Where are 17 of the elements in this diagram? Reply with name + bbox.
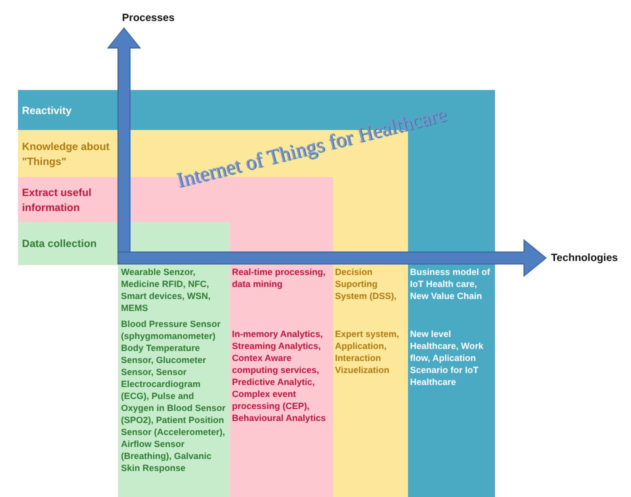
technology-list: Business model of IoT Health care, New Value Chain bbox=[410, 266, 494, 302]
technology-list: Expert system, Application, Interaction Vizuelization bbox=[335, 328, 407, 376]
technology-list: Blood Pressure Sensor (sphygmomanometer) Body Temperature Sensor, Glucometer Sensor, Sensor Electrocardiogram (ECG), Pulse and Oxygen in Blood Sensor (SPO2), Patient Position Sensor (Accelerometer), Airflow Sensor (Breathing), Galvanic Skin Response bbox=[121, 318, 229, 474]
band-label: Knowledge about "Things" bbox=[22, 140, 110, 170]
process-band bbox=[18, 90, 495, 497]
process-band bbox=[18, 222, 230, 497]
axis-label: Processes bbox=[122, 12, 175, 24]
axis-label: Technologies bbox=[551, 252, 618, 264]
band-label: Reactivity bbox=[22, 104, 73, 119]
title-text: Internet of Things for Healthcare bbox=[174, 102, 449, 193]
technology-list: Decision Suporting System (DSS), bbox=[335, 266, 407, 302]
technology-list: Real-time processing, data mining bbox=[232, 266, 332, 290]
technology-list: New level Healthcare, Work flow, Aplication Scenario for IoT Healthcare bbox=[410, 328, 494, 388]
band-label: Extract useful information bbox=[22, 186, 92, 216]
technology-list: Wearable Senzor, Medicine RFID, NFC, Smart devices, WSN, MEMS bbox=[121, 266, 229, 314]
band-label: Data collection bbox=[22, 237, 98, 252]
technology-list: In-memory Analytics, Streaming Analytics, Contex Aware computing services, Predictive Analytic, Complex event processing (CEP), Behavioural Analytics bbox=[232, 328, 332, 424]
